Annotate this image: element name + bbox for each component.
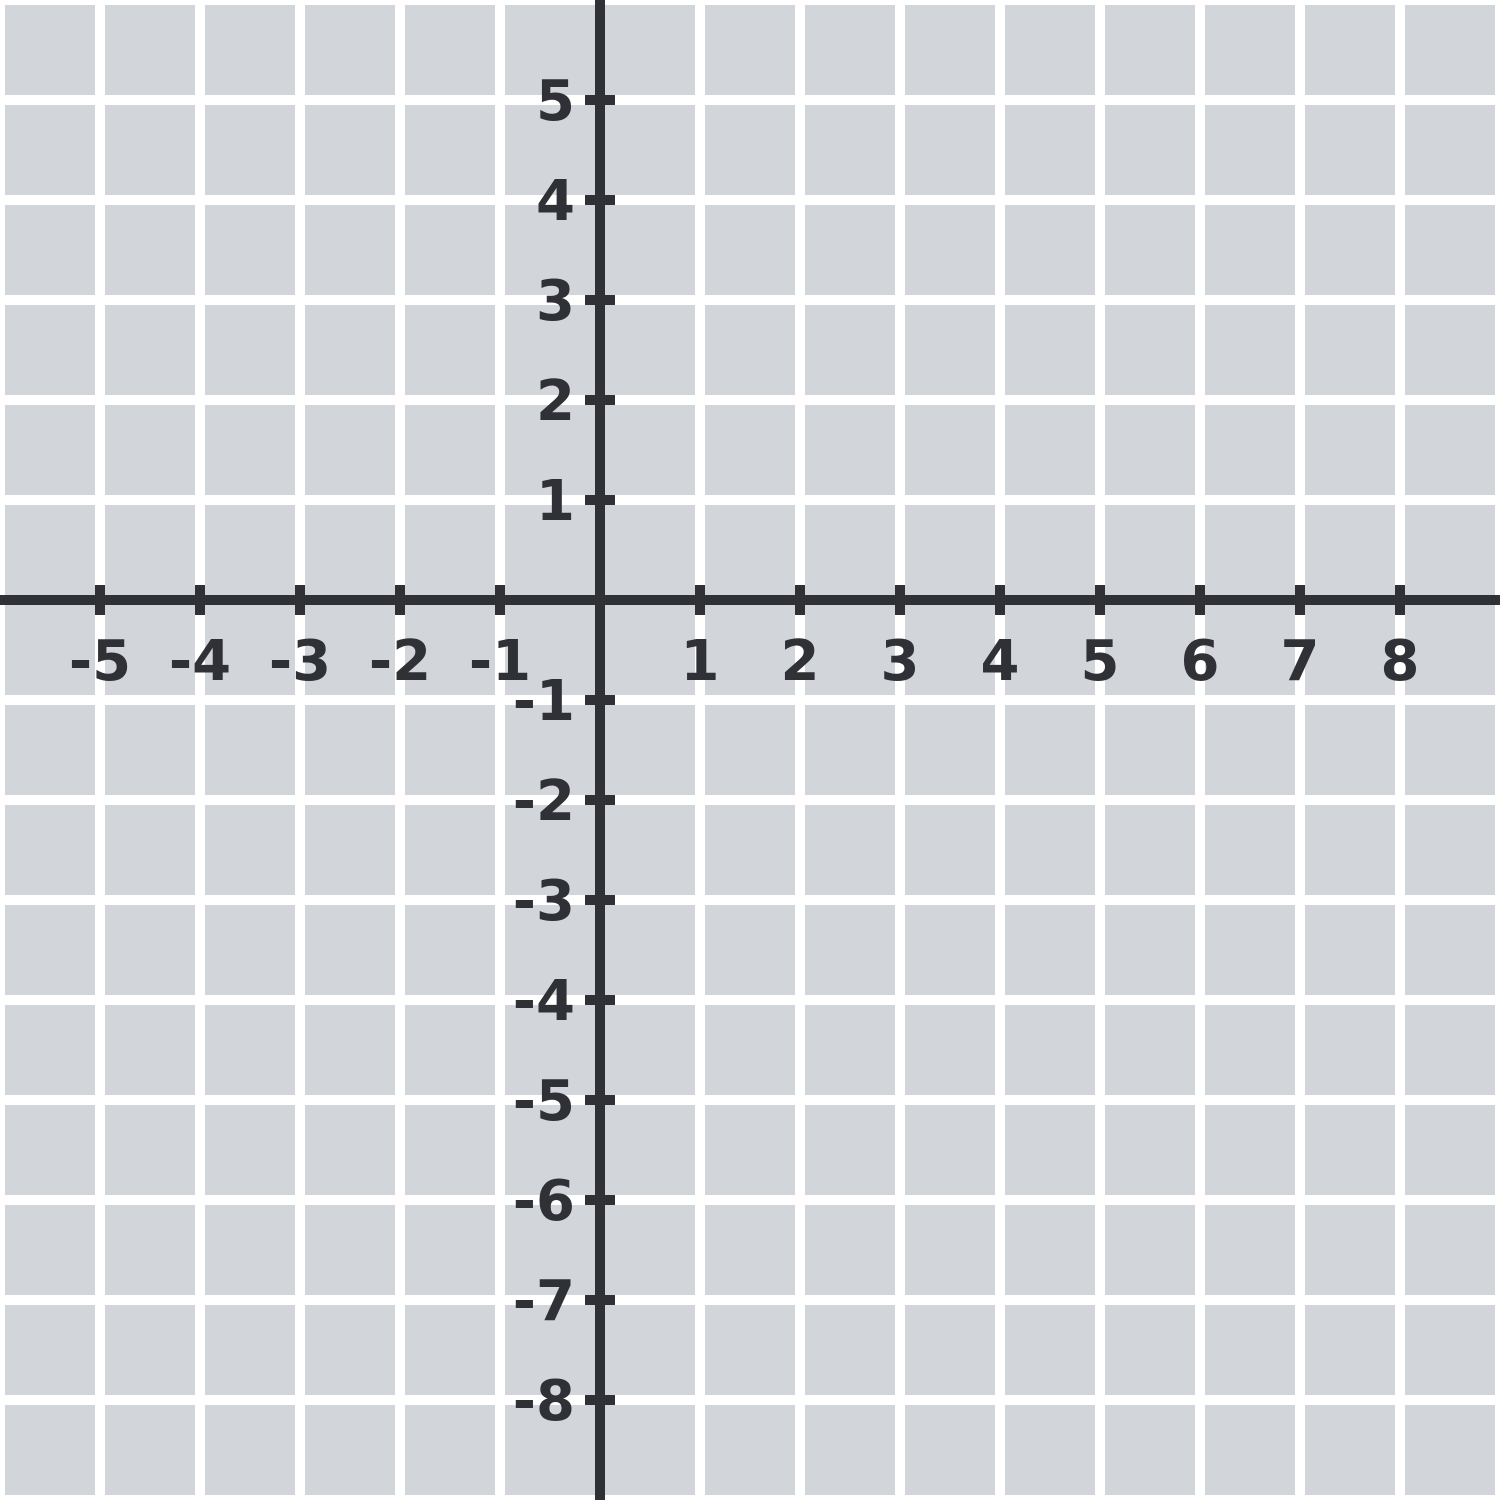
axis-ticks — [95, 95, 1405, 1405]
x-tick-label: 5 — [1081, 629, 1120, 694]
y-tick-label: -4 — [513, 969, 575, 1034]
y-tick-label: -7 — [513, 1269, 575, 1334]
y-tick-label: 1 — [536, 469, 575, 534]
y-tick-label: -1 — [513, 669, 575, 734]
x-tick-label: 4 — [981, 629, 1020, 694]
y-tick-label: -8 — [513, 1369, 575, 1434]
x-tick-label: 2 — [781, 629, 820, 694]
x-tick-label: 3 — [881, 629, 920, 694]
x-tick-label: -1 — [469, 629, 531, 694]
x-tick-label: -4 — [169, 629, 231, 694]
y-tick-label: 2 — [536, 369, 575, 434]
x-tick-label: 6 — [1181, 629, 1220, 694]
x-tick-label: -5 — [69, 629, 131, 694]
y-tick-label: 4 — [536, 169, 575, 234]
x-tick-label: 1 — [681, 629, 720, 694]
x-tick-label: 7 — [1281, 629, 1320, 694]
y-tick-label: -5 — [513, 1069, 575, 1134]
y-tick-label: 3 — [536, 269, 575, 334]
x-tick-label: 8 — [1381, 629, 1420, 694]
y-tick-label: -6 — [513, 1169, 575, 1234]
y-tick-label: -2 — [513, 769, 575, 834]
y-tick-label: -3 — [513, 869, 575, 934]
x-tick-label: -3 — [269, 629, 331, 694]
y-tick-label: 5 — [536, 69, 575, 134]
x-tick-label: -2 — [369, 629, 431, 694]
